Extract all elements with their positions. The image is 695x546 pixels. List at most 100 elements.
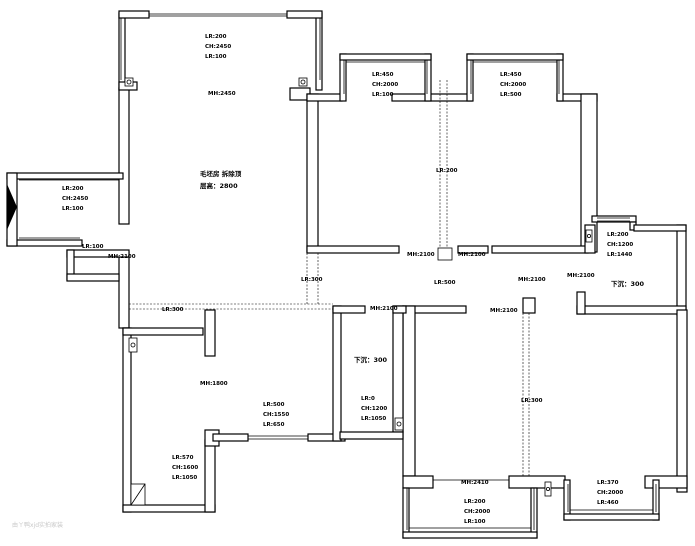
wall-top-left-cap xyxy=(118,10,150,19)
label-right-door-2: MH:2100 xyxy=(567,273,595,279)
wall-bedroom-bottom-left xyxy=(306,245,400,254)
label-right-room-win-2: CH:1200 xyxy=(607,242,633,248)
wall-bedroom-bottom-mid xyxy=(457,245,489,254)
label-bay1-2: CH:2000 xyxy=(372,82,398,88)
entry-arrow-icon xyxy=(7,184,17,230)
label-bottom-right-win-2: CH:2000 xyxy=(597,490,623,496)
wall-master-bottom-left xyxy=(402,475,434,489)
label-bath-win-2: CH:1200 xyxy=(361,406,387,412)
wall-left-balcony-bottom xyxy=(6,239,83,247)
label-bottom-right-win-3: LR:460 xyxy=(597,500,619,506)
wall-bay1-top xyxy=(339,53,432,61)
wall-right-room-top xyxy=(591,215,637,223)
label-door-a: MH:2100 xyxy=(407,252,435,258)
label-beam-left: LR:300 xyxy=(301,277,323,283)
label-left-balcony-1: LR:200 xyxy=(62,186,84,192)
wall-living-left-upper xyxy=(118,87,130,225)
wall-bottom-bay-bottom xyxy=(402,531,538,539)
wall-bath-corner xyxy=(392,305,407,314)
wall-kitchen-bottom xyxy=(122,504,216,513)
wall-right-room-left-stub xyxy=(576,291,586,315)
wall-bedroom-top-left xyxy=(306,93,343,102)
label-right-room-win-3: LR:1440 xyxy=(607,252,632,258)
wall-right-room-top-right xyxy=(633,224,687,232)
wall-kitchen-top xyxy=(122,327,204,336)
walls xyxy=(6,10,688,539)
label-top-room-2: CH:2450 xyxy=(205,44,231,50)
wall-living-left-lower xyxy=(118,251,130,329)
label-left-balcony-3: LR:100 xyxy=(62,206,84,212)
wall-left-stub-h2 xyxy=(66,273,120,282)
label-bath-win-1: LR:0 xyxy=(361,396,375,402)
wall-kitchen-right-lower xyxy=(204,439,216,513)
label-top-door: MH:2450 xyxy=(208,91,236,97)
label-bay1-1: LR:450 xyxy=(372,72,394,78)
labels: LR:200 CH:2450 LR:100 MH:2450 毛坯房 拆除顶 层高… xyxy=(12,34,645,529)
wall-master-bottom-right xyxy=(644,475,688,489)
label-left-door: MH:2100 xyxy=(108,254,136,260)
wall-bottom-bay-left xyxy=(402,487,410,539)
wall-right-room-bottom xyxy=(576,305,687,315)
label-bay2-3: LR:500 xyxy=(500,92,522,98)
wall-top-right-post xyxy=(315,12,323,91)
label-bottom-win-3: LR:100 xyxy=(464,519,486,525)
wall-master-top-mid xyxy=(522,297,536,314)
label-bedroom-ceiling: LR:200 xyxy=(436,168,458,174)
label-master-door: MH:2410 xyxy=(461,480,489,486)
wall-master-right xyxy=(676,309,688,493)
wall-bath-top xyxy=(332,305,366,314)
label-bay2-2: CH:2000 xyxy=(500,82,526,88)
label-bottom-right-win-1: LR:370 xyxy=(597,480,619,486)
wall-bath-bottom xyxy=(339,431,404,440)
wall-bay2-right xyxy=(556,53,564,102)
label-bay2-1: LR:450 xyxy=(500,72,522,78)
wall-bath-left xyxy=(332,305,342,442)
wall-bay2-left xyxy=(466,53,474,102)
wall-bedroom-bottom-right xyxy=(491,245,589,254)
label-corridor-door: MH:2100 xyxy=(370,306,398,312)
label-master-beam: LR:300 xyxy=(521,398,543,404)
label-kitchen-door: MH:1800 xyxy=(200,381,228,387)
wall-bedroom-left xyxy=(306,93,319,253)
wall-kitchen-right-top xyxy=(212,433,249,442)
wall-bath-right xyxy=(392,305,404,433)
label-kitchen-win-3: LR:650 xyxy=(263,422,285,428)
label-kitchen-corner-3: LR:1050 xyxy=(172,475,197,481)
label-beam-center: LR:500 xyxy=(434,280,456,286)
wall-top-right-cap xyxy=(286,10,323,19)
label-top-room-3: LR:100 xyxy=(205,54,227,60)
details xyxy=(7,77,593,506)
label-kitchen-win-1: LR:500 xyxy=(263,402,285,408)
windows xyxy=(16,13,657,530)
label-living-room-2: 层高：2800 xyxy=(199,181,238,190)
label-bay1-3: LR:100 xyxy=(372,92,394,98)
label-beam-horizontal: LR:300 xyxy=(162,307,184,313)
label-bath-drop: 下沉：300 xyxy=(354,355,388,364)
label-right-room-win-1: LR:200 xyxy=(607,232,629,238)
wall-kitchen-left xyxy=(122,327,132,513)
wall-bay2-top xyxy=(466,53,564,61)
label-kitchen-corner-1: LR:570 xyxy=(172,455,194,461)
label-left-balcony-2: CH:2450 xyxy=(62,196,88,202)
label-right-door-3: MH:2100 xyxy=(490,308,518,314)
wall-bay1-left xyxy=(339,53,347,102)
label-right-door-1: MH:2100 xyxy=(518,277,546,283)
label-bottom-win-2: CH:2000 xyxy=(464,509,490,515)
label-kitchen-win-2: CH:1550 xyxy=(263,412,289,418)
label-top-room-1: LR:200 xyxy=(205,34,227,40)
label-bottom-win-1: LR:200 xyxy=(464,499,486,505)
label-bath-win-3: LR:1050 xyxy=(361,416,386,422)
wall-master-bottom-mid xyxy=(508,475,566,489)
beams xyxy=(129,80,530,476)
label-living-room-1: 毛坯房 拆除顶 xyxy=(200,169,242,178)
wall-br-win-bottom xyxy=(563,513,660,521)
watermark: 由ㄚ鸭xjd实拍家装 xyxy=(12,521,63,529)
wall-right-room-right xyxy=(676,224,687,316)
wall-kitchen-top-stub xyxy=(204,309,216,357)
wall-left-balcony-top xyxy=(6,172,124,180)
label-left-balcony-sill: LR:100 xyxy=(82,244,104,250)
label-right-room-drop: 下沉：300 xyxy=(611,279,645,288)
wall-master-left xyxy=(402,305,416,477)
label-door-b: MH:2100 xyxy=(458,252,486,258)
